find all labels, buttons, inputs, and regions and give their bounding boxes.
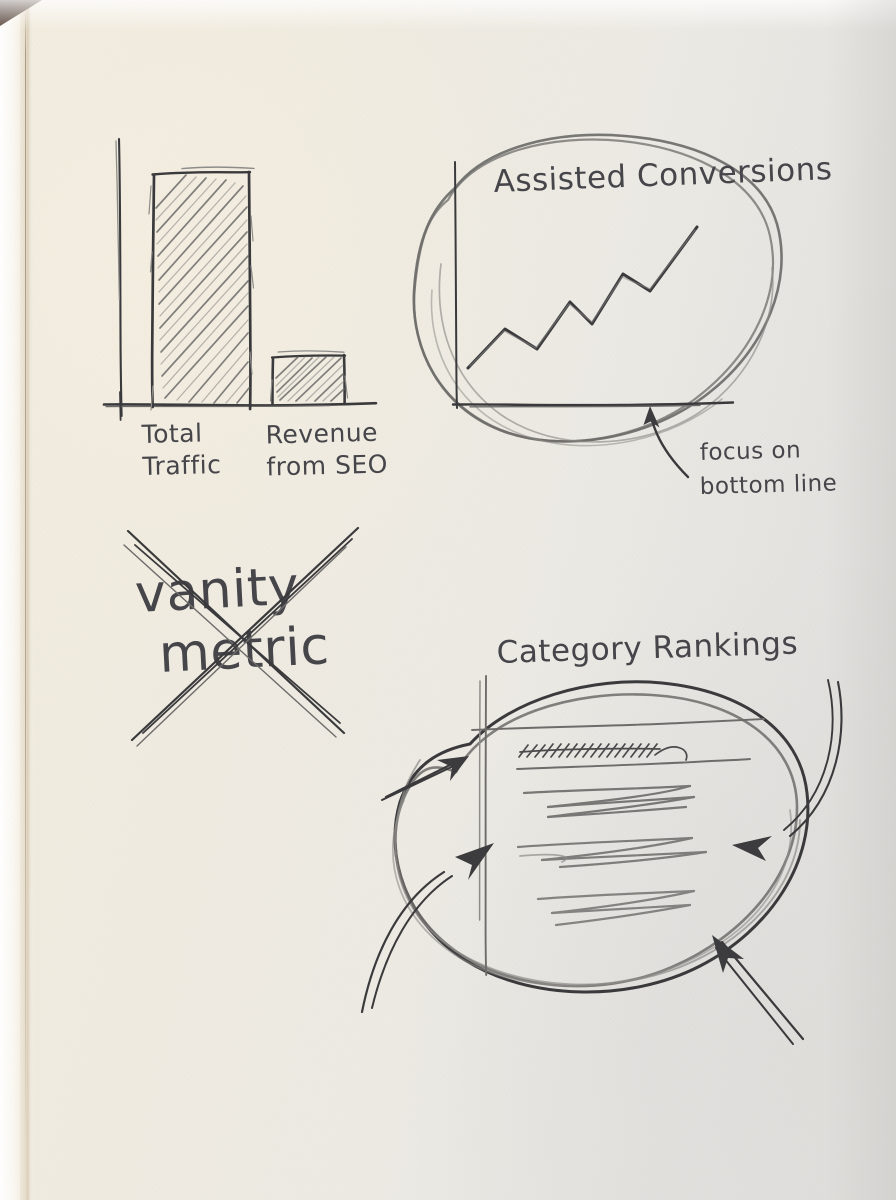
bar-label-revenue-from-seo: Revenue from SEO <box>265 417 388 484</box>
category-rankings-circle-highlight <box>392 680 810 994</box>
line-chart-sketch: Assisted Conversions focus on bottom lin… <box>412 133 838 500</box>
category-rankings-scribble-bars <box>516 743 751 927</box>
bar-label-total-traffic-line1: Total <box>141 418 203 449</box>
bar-total-traffic <box>148 166 255 411</box>
line-chart-x-axis-second-pass <box>469 404 701 408</box>
rankings-arrow-right-curved <box>732 679 843 861</box>
page-gutter <box>20 0 34 1200</box>
vanity-metric-line1: vanity <box>134 556 301 625</box>
vanity-metric-crossed-out: vanity metric <box>123 526 360 747</box>
line-chart-title: Assisted Conversions <box>493 151 833 200</box>
ranking-bar-2 <box>522 784 696 819</box>
page-top-highlight <box>0 0 896 30</box>
category-rankings-top-rule <box>471 718 765 731</box>
ranking-bar-4 <box>536 889 696 927</box>
category-rankings-sketch: Category Rankings <box>360 626 843 1045</box>
ranking-bar-3-accent <box>519 853 567 863</box>
bar-chart-sketch <box>102 137 378 421</box>
bar-label-total-traffic-line2: Traffic <box>142 450 222 481</box>
ranking-bar-1 <box>518 743 688 761</box>
category-rankings-title-text: Category Rankings <box>496 626 798 671</box>
line-chart-y-axis <box>454 161 458 409</box>
focus-annotation-arrow <box>643 406 690 479</box>
bar-chart-origin-tick <box>119 391 122 421</box>
line-chart-x-axis <box>451 401 735 407</box>
rankings-arrow-bottom-right <box>712 935 805 1045</box>
vanity-metric-line2: metric <box>158 616 331 685</box>
gutter-crease-line <box>25 8 26 1158</box>
bar-chart-x-axis <box>102 401 378 408</box>
strike-through-x <box>123 526 360 747</box>
rankings-arrow-left-curved <box>360 843 494 1014</box>
ranking-bar-1-baseline <box>516 758 751 770</box>
ranking-bar-3 <box>516 836 708 869</box>
line-chart-title-text: Assisted Conversions <box>493 151 833 200</box>
category-rankings-y-axis <box>484 675 488 976</box>
rankings-arrow-top-left <box>381 756 469 801</box>
focus-annotation-text: focus on bottom line <box>699 437 837 500</box>
line-chart-circle-highlight <box>412 133 783 447</box>
focus-annotation-line2: bottom line <box>699 470 837 500</box>
bar-chart-y-axis <box>115 137 123 418</box>
page-right-shading <box>826 0 896 1200</box>
bar-label-revenue-from-seo-line2: from SEO <box>266 449 389 482</box>
bar-revenue-from-seo <box>269 350 349 406</box>
bar-label-revenue-from-seo-line1: Revenue <box>265 417 379 450</box>
left-page-sliver <box>0 0 22 1200</box>
bar-label-total-traffic: Total Traffic <box>141 417 222 483</box>
focus-annotation-line1: focus on <box>699 437 801 466</box>
line-chart-trend-line <box>466 225 699 370</box>
